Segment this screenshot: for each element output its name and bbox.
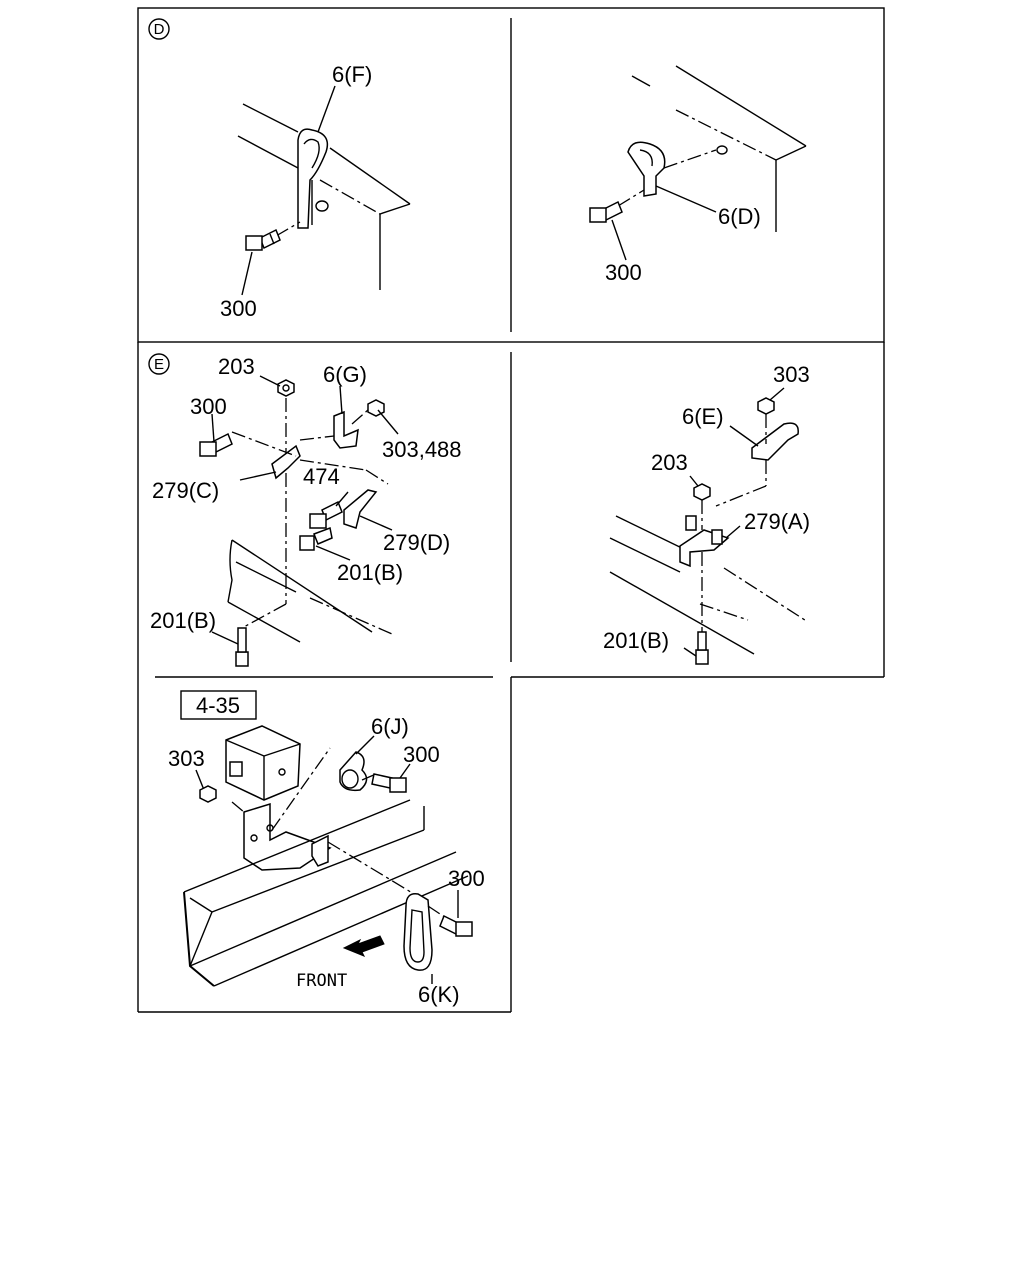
section-marker-d: D [148, 18, 170, 40]
part-label-p4-6e: 6(E) [682, 404, 724, 429]
part-label-p5-300a: 300 [403, 742, 440, 767]
panel-e-right: 303 6(E) 203 279(A) 201(B) [603, 362, 810, 665]
part-label-p2-6d: 6(D) [718, 204, 761, 229]
bracket-6g [333, 410, 359, 449]
part-label-p4-201b: 201(B) [603, 628, 669, 653]
bolt-201b [313, 526, 333, 545]
front-arrow-icon [342, 935, 385, 957]
part-label-p3-279d: 279(D) [383, 530, 450, 555]
part-label-p3-203: 203 [218, 354, 255, 379]
part-label-p5-ref: 4-35 [196, 693, 240, 718]
bracket-6e [751, 422, 799, 461]
part-label-p2-300: 300 [605, 260, 642, 285]
part-label-p3-279c: 279(C) [152, 478, 219, 503]
bolt-300 [371, 773, 393, 789]
part-label-p3-201b-a: 201(B) [337, 560, 403, 585]
clamp-6k [403, 893, 433, 971]
panel-e-left: 203 6(G) 300 303,488 279(C) 474 279(D) 2… [150, 354, 462, 667]
part-label-p5-300b: 300 [448, 866, 485, 891]
part-label-p3-300: 300 [190, 394, 227, 419]
part-label-p1-300: 300 [220, 296, 257, 321]
part-label-p1-6f: 6(F) [332, 62, 372, 87]
nut-203 [277, 379, 295, 397]
part-label-p4-303: 303 [773, 362, 810, 387]
bolt-300 [259, 228, 281, 250]
bolt-201b [695, 649, 709, 665]
clip-6d [627, 141, 666, 197]
part-label-p3-303-488: 303,488 [382, 437, 462, 462]
bracket-279c [271, 444, 301, 480]
panel-bottom: 4-35 [168, 690, 485, 1007]
part-label-p3-201b-b: 201(B) [150, 608, 216, 633]
clip-6f [297, 128, 329, 229]
bolt-201b-lower [235, 651, 249, 667]
part-label-p3-6g: 6(G) [323, 362, 367, 387]
part-label-p5-6j: 6(J) [371, 714, 409, 739]
part-label-e-marker: E [154, 356, 164, 373]
nut-303 [757, 397, 775, 415]
mount-plate [243, 802, 332, 871]
nut-203 [693, 483, 711, 501]
panel-frames [137, 7, 885, 1013]
panel-d-right: 6(D) 300 [589, 65, 807, 285]
panel-d-left: 6(F) 300 [220, 62, 411, 321]
part-label-p5-303: 303 [168, 746, 205, 771]
part-label-p4-279a: 279(A) [744, 509, 810, 534]
part-label-p3-474: 474 [303, 464, 340, 489]
reference-box [180, 690, 257, 720]
part-label-p5-6k: 6(K) [418, 982, 460, 1007]
nut-303 [199, 785, 217, 803]
part-label-d-marker: D [154, 21, 165, 38]
part-label-p4-203: 203 [651, 450, 688, 475]
bracket-assembly [225, 725, 301, 801]
section-marker-e: E [148, 353, 170, 375]
bracket-279d [343, 489, 378, 529]
part-label-p5-front: FRONT [296, 971, 347, 991]
